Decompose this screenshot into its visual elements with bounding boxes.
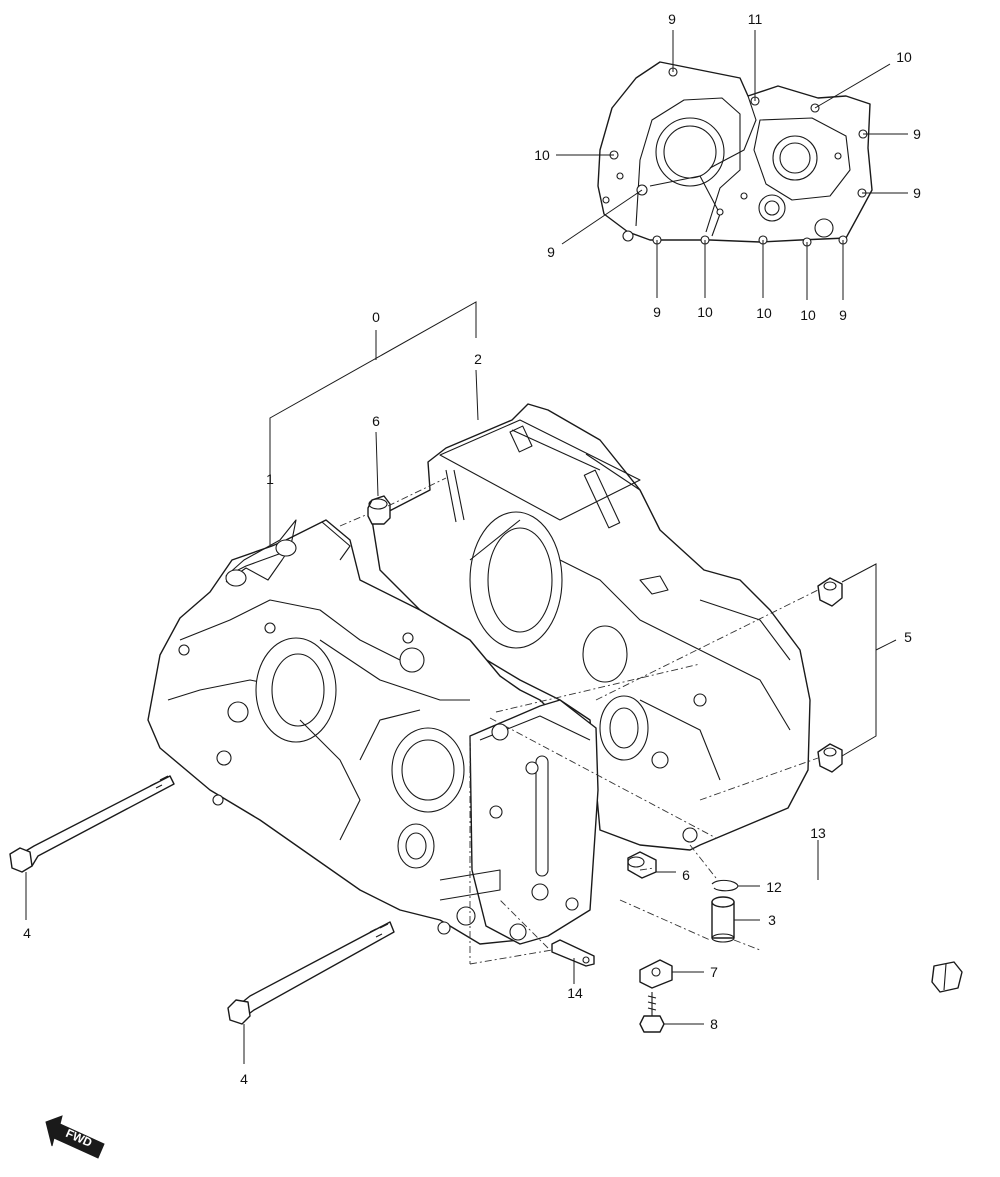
assembly-dashed-lines	[339, 477, 819, 965]
callout-6-upper: 6	[372, 413, 380, 429]
dowel-pin-upper	[367, 495, 391, 525]
callout-inset-11: 11	[748, 11, 763, 27]
callout-13: 13	[810, 825, 826, 841]
breather-hose	[715, 837, 963, 993]
inset-callouts: 9 11 10 9 9 10 9 9 10 10 10 9	[534, 11, 921, 323]
callout-7: 7	[710, 964, 718, 980]
callout-14: 14	[567, 985, 583, 1001]
callout-inset-9-right-lower: 9	[913, 185, 921, 201]
inset-leader-lines	[556, 30, 908, 300]
bolt-lower	[227, 921, 395, 1025]
callout-inset-10-top: 10	[896, 49, 912, 65]
callout-8: 8	[710, 1016, 718, 1032]
callout-inset-10-left: 10	[534, 147, 550, 163]
callout-inset-9-bottom-1: 9	[653, 304, 661, 320]
clamp-bracket	[639, 959, 673, 989]
wire-clip	[551, 939, 595, 967]
bracket-bolt	[639, 992, 665, 1033]
crankcase-right-half	[371, 403, 811, 851]
callout-inset-10-bottom-3: 10	[800, 307, 816, 323]
main-callouts: 0 1 2 6 5 13 6 12 3 7 8 14 4 4	[23, 309, 912, 1087]
hose-clip	[711, 879, 739, 892]
callout-inset-9-right-upper: 9	[913, 126, 921, 142]
callout-inset-9-left: 9	[547, 244, 555, 260]
grommet-lower	[817, 743, 843, 773]
callout-inset-9-bottom-2: 9	[839, 307, 847, 323]
callout-4-upper: 4	[23, 925, 31, 941]
callout-12: 12	[766, 879, 782, 895]
callout-0: 0	[372, 309, 380, 325]
callout-inset-9-top: 9	[668, 11, 676, 27]
grommet-upper	[817, 577, 843, 607]
main-leader-lines	[25, 301, 897, 1064]
pipe-fitting	[711, 896, 735, 943]
bolt-upper	[9, 775, 175, 873]
callout-5: 5	[904, 629, 912, 645]
crankcase-inset-view	[597, 61, 873, 247]
dowel-pin-lower	[627, 851, 657, 879]
callout-4-lower: 4	[240, 1071, 248, 1087]
callout-inset-10-bottom-1: 10	[697, 304, 713, 320]
callout-3: 3	[768, 912, 776, 928]
callout-6-lower: 6	[682, 867, 690, 883]
crankcase-front-cover	[437, 699, 599, 945]
forward-direction-arrow: FWD	[45, 1115, 105, 1159]
callout-2: 2	[474, 351, 482, 367]
callout-inset-10-bottom-2: 10	[756, 305, 772, 321]
callout-1: 1	[266, 471, 274, 487]
